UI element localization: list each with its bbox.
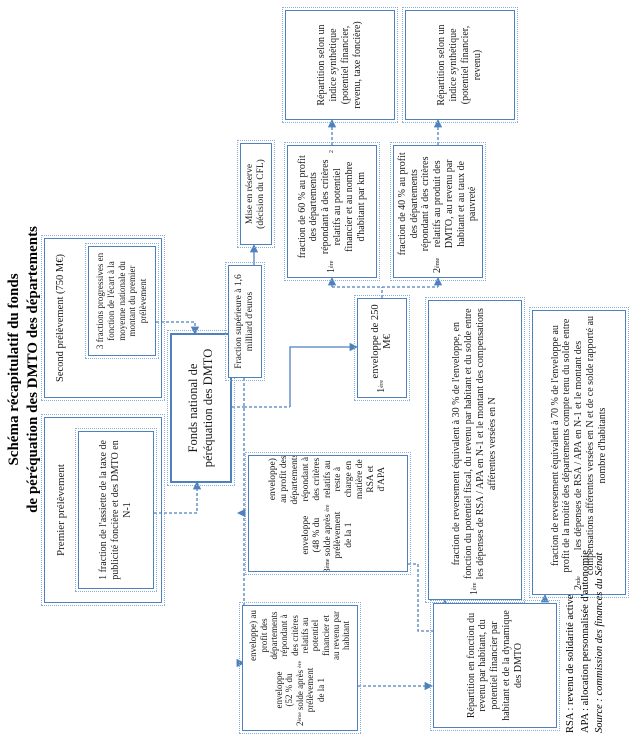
footnote-apa: APA : allocation personnalisée d'autonom… [579, 550, 591, 733]
node-repartition-indice-2: Répartition selon un indice synthétique … [402, 7, 518, 123]
second-prelevement-label: Second prélèvement (750 M€) [55, 254, 66, 383]
footnotes: RSA : revenu de solidarité active APA : … [564, 550, 608, 733]
footnote-rsa: RSA : revenu de solidarité active [565, 594, 576, 733]
node-mise-en-reserve: Mise en réserve (décision du CFL) [239, 133, 273, 255]
node-second-detail: 3 fractions progressives en fonction de … [86, 241, 158, 361]
diagram-title: Schéma récapitulatif du fonds de péréqua… [5, 0, 43, 739]
premier-prelevement-label: Premier prélèvement [55, 464, 67, 556]
title-line-1: Schéma récapitulatif du fonds [6, 273, 22, 466]
title-line-2: de péréquation des DMTO des départements [25, 226, 42, 513]
node-repartition-indice-1: Répartition selon un indice synthétique … [282, 7, 398, 123]
node-fonds-national: Fonds national de péréquation des DMTO [168, 325, 234, 491]
node-fraction-superieure: Fraction supérieure à 1,6 milliard d'eur… [227, 255, 263, 388]
node-repartition-revenu: Répartition en fonction du revenu par ha… [430, 599, 560, 732]
footnote-source: Source : commission des finances du Séna… [594, 552, 606, 733]
node-premier-detail: 1 fraction de l'assiette de la taxe de p… [76, 424, 156, 596]
